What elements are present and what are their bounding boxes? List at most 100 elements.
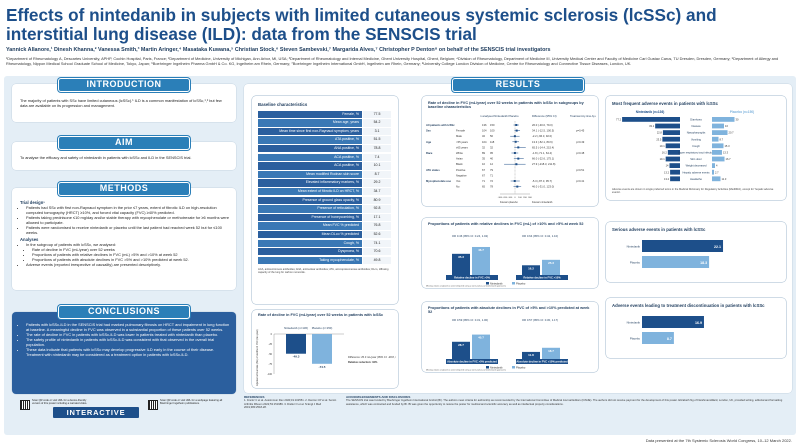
ae-bar-plac <box>712 163 715 168</box>
absolute-chart: OR 0.59 (95% CI: 0.31, 1.00)28.740.7Abso… <box>426 318 568 371</box>
interactive-badge[interactable]: INTERACTIVE <box>53 407 139 418</box>
baseline-value: 10.1 <box>363 162 391 170</box>
forest-subgroup: Black <box>456 162 463 166</box>
ae-category: Cough <box>692 144 700 148</box>
forest-tick: -200 <box>503 197 508 199</box>
rate-chart: Adjusted annual rate (SE) of decline in … <box>256 326 396 386</box>
forest-ci: -1.8 (-71.1, 64.4) <box>532 151 552 155</box>
ae-value-nint: 22.8 <box>657 131 663 135</box>
forest-tick: -100 <box>508 197 513 199</box>
ae-value-plac: 8.7 <box>720 137 724 141</box>
trial-design-item: Patients were randomised to receive nint… <box>26 225 230 235</box>
trial-design-item: Patients had SSc with first non-Raynaud … <box>26 205 230 215</box>
serious-bar-value: 18.3 <box>700 261 707 265</box>
author-list: Yannick Allanore,¹ Dinesh Khanna,² Vanes… <box>6 47 551 53</box>
serious-bar <box>642 240 724 252</box>
forest-point <box>514 140 517 143</box>
ae-category: Skin ulcer <box>690 157 702 161</box>
forest-n-plac: 118 <box>490 140 495 144</box>
forest-subgroup: Positive <box>456 168 466 172</box>
baseline-label: Presence of ground glass opacity, % <box>258 196 362 204</box>
forest-n-plac: 32 <box>490 145 493 149</box>
ae-bar-plac <box>712 136 719 142</box>
ae-bar-nint <box>622 117 680 122</box>
forest-p: p=0.48 <box>576 151 585 155</box>
ae-bar-plac <box>712 150 722 155</box>
rate-difference: Difference: 25.3 mL/year (95% CI: -28.8,… <box>348 355 396 359</box>
ae-value-nint: 14 <box>666 164 669 168</box>
forest-tick: 100 <box>518 197 522 199</box>
analyses-item: Proportions of patients with relative de… <box>32 252 230 257</box>
relative-bar <box>542 259 560 275</box>
ae-bar-nint <box>662 136 680 142</box>
forest-point <box>515 163 518 166</box>
rate-tick: -75 <box>269 363 273 366</box>
ae-bar-nint <box>662 130 680 135</box>
forest-ci: 34.1 (-12.5, 100.5) <box>532 129 554 133</box>
serious-header: Serious adverse events in patients with … <box>612 227 706 232</box>
forest-point <box>517 157 520 160</box>
relative-bar-value: 35.3 <box>458 255 464 259</box>
forest-favours-placebo: Favours placebo <box>500 201 518 204</box>
forest-n-nint: 104 <box>482 129 487 133</box>
baseline-value: 49.8 <box>363 256 391 265</box>
baseline-row: ANA positive, %78.8 <box>258 144 394 153</box>
baseline-value: 74.1 <box>363 239 391 247</box>
discontinuation-bar <box>642 332 674 344</box>
baseline-label: Mean extent of fibrotic ILD on HRCT, % <box>258 187 362 196</box>
baseline-value: 92.8 <box>363 205 391 213</box>
ae-value-plac: 13.3 <box>723 151 729 155</box>
qr-code-poster[interactable] <box>20 400 30 410</box>
ae-bar-nint <box>667 150 680 155</box>
forest-n-plac: 50 <box>490 134 493 138</box>
forest-n-nint: 32 <box>482 145 485 149</box>
ae-value-nint: 16.2 <box>662 151 668 155</box>
baseline-row: Female, %77.5 <box>258 110 394 119</box>
forest-tick: 0 <box>514 197 516 199</box>
conclusion-item: The safety profile of nintedanib in pati… <box>26 337 230 347</box>
baseline-label: Taking mycophenolate, % <box>258 256 362 265</box>
baseline-value: 7.4 <box>363 153 391 161</box>
baseline-label: ANA positive, % <box>258 144 362 153</box>
baseline-value: 76.8 <box>363 222 391 230</box>
absolute-bar <box>472 334 490 359</box>
qr-text-poster: Scan QR code or visit URL for a device-f… <box>32 399 88 406</box>
ae-category: Vomiting <box>691 137 702 141</box>
relative-footnote: Missing values analysed as worst (impute… <box>426 285 506 288</box>
ae-value-plac: 16.7 <box>726 157 732 161</box>
serious-series-label: Placebo <box>630 261 641 265</box>
acknowledgements: ACKNOWLEDGEMENTS AND DISCLOSURES The SEN… <box>346 395 792 406</box>
baseline-value: 52.6 <box>363 230 391 239</box>
forest-col-n: n analysed Nintedanib Placebo <box>480 114 519 118</box>
baseline-label: Dyspnoea, % <box>258 248 362 256</box>
serious-bar <box>642 256 710 268</box>
relative-bar <box>472 246 490 275</box>
forest-n-plac: 95 <box>490 151 493 155</box>
absolute-category: Absolute decline in FVC >5% predicted <box>447 360 497 364</box>
absolute-or: OR 0.57 (95% CI: 0.30, 1.17) <box>522 318 558 322</box>
forest-point <box>513 135 516 138</box>
forest-subgroup: Negative <box>456 173 467 177</box>
ae-bar-nint <box>655 123 680 129</box>
baseline-label: Female, % <box>258 110 362 118</box>
baseline-row: Mean extent of fibrotic ILD on HRCT, %34… <box>258 187 394 196</box>
qr-code-publications[interactable] <box>148 400 158 410</box>
rate-ylabel: Adjusted annual rate (SE) of decline in … <box>256 329 259 386</box>
forest-ci: -5.3 (-87.3, 95.7) <box>532 179 552 183</box>
baseline-label: Elevated inflammatory markers, % <box>258 179 362 187</box>
introduction-text: The majority of patients with SSc have l… <box>20 98 222 108</box>
forest-p: p=0.41 <box>576 179 585 183</box>
forest-subgroup: ≥65 years <box>456 145 468 149</box>
forest-n-nint: 104 <box>482 140 487 144</box>
references: REFERENCES 1. Frantz C et al. Autoimmun … <box>244 395 340 409</box>
conclusions-panel <box>12 312 236 394</box>
ae-bar-nint <box>669 163 680 168</box>
forest-n-nint: 35 <box>482 157 485 161</box>
absolute-legend-plac: Placebo <box>516 365 526 369</box>
ae-value-plac: 20.7 <box>729 131 735 135</box>
baseline-label: Mean modified Rodnan skin score <box>258 170 362 179</box>
references-heading: REFERENCES <box>244 395 265 399</box>
ae-header: Most frequent adverse events in patients… <box>612 101 719 106</box>
